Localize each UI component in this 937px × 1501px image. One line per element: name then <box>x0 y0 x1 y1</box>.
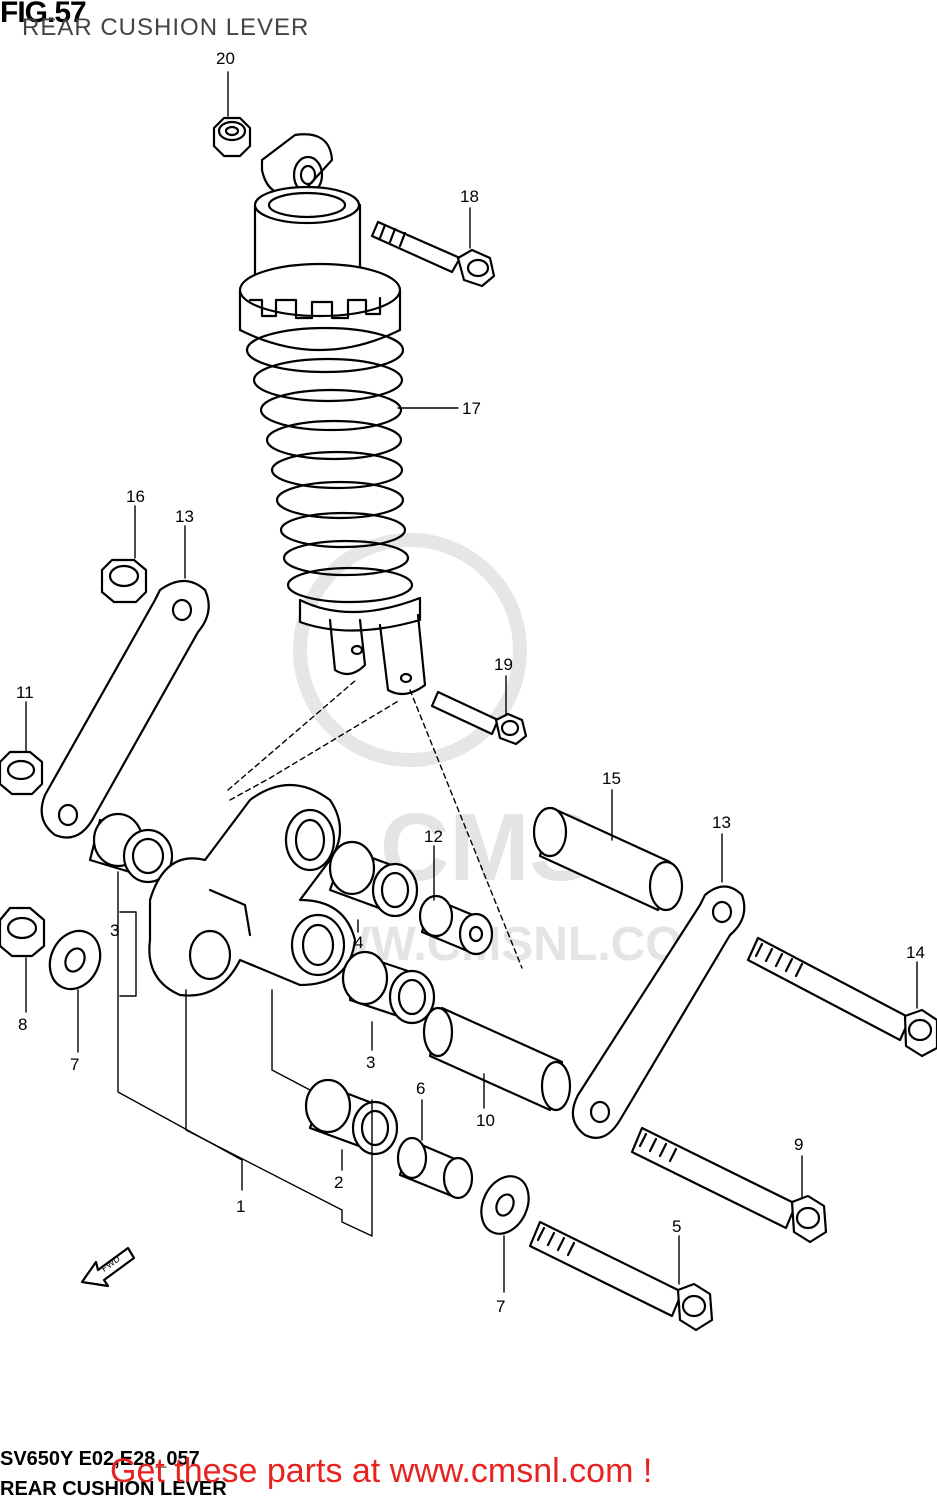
part-7-washer <box>48 929 102 991</box>
part-14-bolt <box>746 936 937 1058</box>
diagram-code: SV650Y E02,E28_057 <box>0 1448 200 1470</box>
part-2-bearing <box>304 1078 399 1156</box>
callout-12: 12 <box>424 827 443 846</box>
part-11-nut <box>0 750 44 796</box>
callout-6: 6 <box>416 1079 425 1098</box>
callouts: 20 18 17 16 13 11 19 15 13 12 3 4 14 8 7… <box>16 49 925 1316</box>
callout-3-lower: 3 <box>366 1053 375 1072</box>
callout-11: 11 <box>16 683 34 702</box>
callout-19: 19 <box>494 655 513 674</box>
callout-9: 9 <box>794 1135 803 1154</box>
callout-7-lower: 7 <box>496 1297 505 1316</box>
callout-5: 5 <box>672 1217 681 1236</box>
footer-subtitle: REAR CUSHION LEVER <box>0 1478 227 1500</box>
part-5-bolt <box>528 1220 714 1332</box>
callout-7-left: 7 <box>70 1055 79 1074</box>
callout-16: 16 <box>126 487 145 506</box>
part-15-spacer <box>532 806 684 912</box>
callout-4: 4 <box>354 933 363 952</box>
part-12-spacer <box>418 894 494 956</box>
part-18-bolt <box>370 220 496 288</box>
figure-number: FIG.57 <box>0 0 87 29</box>
part-6-spacer <box>396 1136 474 1200</box>
callout-8: 8 <box>18 1015 27 1034</box>
callout-17: 17 <box>462 399 481 418</box>
part-19-bolt <box>430 690 528 746</box>
figure-subtitle: REAR CUSHION LEVER <box>22 14 310 41</box>
part-16-nut <box>100 558 148 604</box>
part-7-washer-lower <box>480 1175 530 1235</box>
part-3-bearing-left <box>88 812 174 884</box>
part-20-nut <box>212 116 252 158</box>
callout-18: 18 <box>460 187 479 206</box>
callout-2: 2 <box>334 1173 343 1192</box>
leader-lines <box>25 71 918 1293</box>
shop-banner-link[interactable]: Get these parts at www.cmsnl.com ! <box>110 1452 653 1490</box>
part-4-bearing <box>328 840 419 918</box>
fwd-arrow-icon: FWD <box>80 1246 136 1288</box>
part-13-link-rod-right <box>571 885 746 1139</box>
part-8-nut <box>0 906 46 958</box>
callout-10: 10 <box>476 1111 495 1130</box>
part-9-bolt <box>630 1126 828 1244</box>
part-17-rear-shock <box>238 133 427 696</box>
callout-20: 20 <box>216 49 235 68</box>
part-1-cushion-lever <box>148 783 357 997</box>
callout-13-right: 13 <box>712 813 731 832</box>
callout-15: 15 <box>602 769 621 788</box>
part-10-spacer <box>422 1006 572 1112</box>
part-3-bearing-lower <box>341 950 436 1025</box>
part-13-link-rod-left <box>40 579 210 839</box>
callout-3-left: 3 <box>110 921 119 940</box>
callout-13-left: 13 <box>175 507 194 526</box>
callout-14: 14 <box>906 943 925 962</box>
callout-1: 1 <box>236 1197 245 1216</box>
